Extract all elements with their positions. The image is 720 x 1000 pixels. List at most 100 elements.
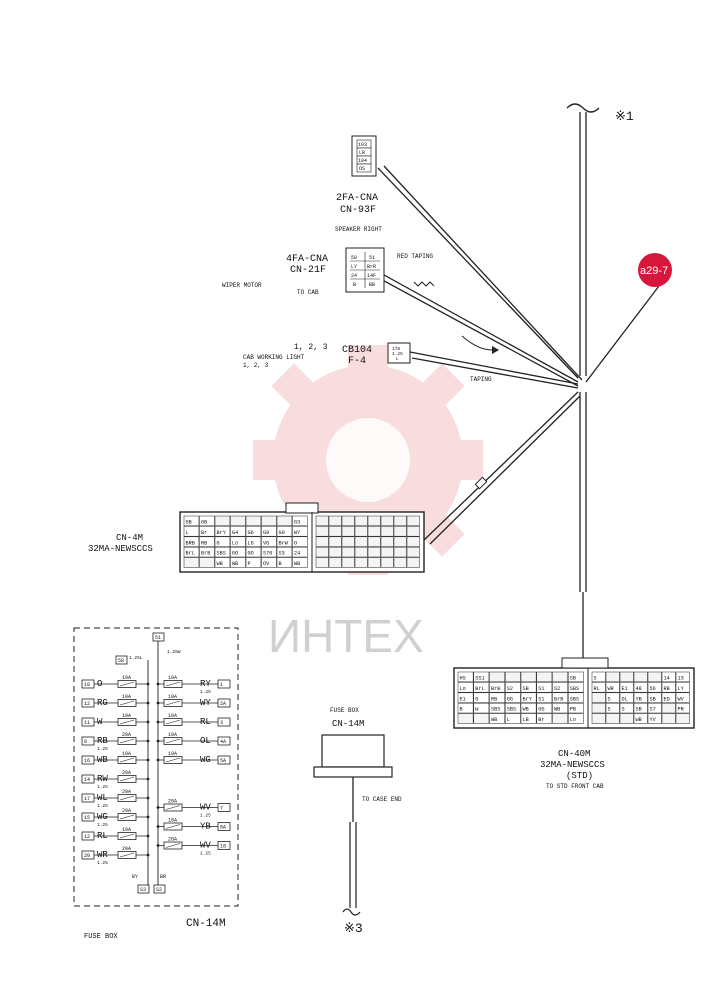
fuse-rating: 20A bbox=[122, 732, 131, 738]
pin-label: LY bbox=[351, 264, 357, 270]
badge-label[interactable]: a29-7 bbox=[640, 265, 668, 277]
pin-label: 24 bbox=[294, 551, 300, 557]
pin-cell bbox=[406, 546, 420, 558]
fuse-junction bbox=[146, 834, 150, 838]
pin-label: SB bbox=[650, 696, 656, 702]
label-fusebox-top: FUSE BOX bbox=[330, 707, 359, 714]
pin-cell bbox=[536, 713, 553, 724]
pin-label: WB bbox=[523, 707, 529, 713]
fuse-pin-box bbox=[217, 698, 231, 708]
fuse-wire-color: WR bbox=[97, 850, 108, 860]
pin-label: OV bbox=[263, 561, 270, 567]
pin-label: BrY bbox=[217, 530, 227, 536]
taping-sleeve bbox=[474, 476, 488, 490]
pin-cell bbox=[276, 557, 293, 568]
pin-cell bbox=[605, 713, 620, 724]
pin-cell bbox=[568, 702, 584, 714]
pin-cell bbox=[489, 671, 505, 683]
pin-cell bbox=[520, 692, 537, 703]
pin-cell bbox=[393, 515, 407, 527]
pin-label: OS bbox=[359, 166, 365, 172]
pin-label: 14F bbox=[367, 273, 376, 279]
pin-cell bbox=[489, 702, 505, 714]
pin-label: 13 bbox=[678, 675, 684, 681]
fuse-junction bbox=[146, 720, 150, 724]
fuse-rating: 10A bbox=[122, 675, 131, 681]
fuse-wire-color: RL bbox=[200, 717, 211, 727]
fuse-junction bbox=[156, 701, 160, 705]
fuse-wire-color: YB bbox=[200, 822, 211, 832]
fuse-wire-color: RB bbox=[97, 736, 108, 746]
pin-label: BrL bbox=[475, 686, 484, 692]
fuse-wire-color: RL bbox=[97, 831, 108, 841]
pin-label: L bbox=[507, 717, 510, 723]
taping-arc bbox=[461, 335, 493, 351]
label-red-taping: RED TAPING bbox=[397, 253, 433, 260]
pin-cell bbox=[199, 526, 215, 537]
label-taping: TAPING bbox=[470, 376, 492, 383]
cn4m-right-pins bbox=[315, 515, 420, 568]
pin-label: BRB bbox=[186, 540, 195, 546]
fuse-rating: 10A bbox=[122, 713, 131, 719]
pin-cell bbox=[661, 692, 676, 703]
pin-cell bbox=[675, 671, 690, 683]
pin-cell bbox=[675, 692, 690, 703]
pin-cell bbox=[341, 536, 355, 547]
pin-label: LY bbox=[678, 686, 685, 692]
pin-cell bbox=[183, 526, 200, 537]
pin-cell bbox=[354, 515, 368, 527]
fuse-junction bbox=[156, 844, 160, 847]
label-cab-working-light: CAB WORKING LIGHT bbox=[243, 354, 305, 361]
connector-name: CB104 bbox=[342, 345, 372, 356]
pin-cell bbox=[406, 536, 420, 547]
pin-label: WR bbox=[608, 686, 614, 692]
pin-cell bbox=[245, 557, 262, 568]
fuse-pin-box bbox=[217, 679, 231, 689]
pin-label: RB bbox=[664, 686, 670, 692]
pin-label: VG bbox=[263, 540, 269, 546]
pin-label: GB bbox=[201, 519, 207, 525]
pin-cell bbox=[457, 671, 474, 683]
fuse-link bbox=[119, 852, 135, 858]
fuse-pin-number: 10 bbox=[84, 682, 90, 688]
fuse-pin-box bbox=[81, 717, 95, 727]
pin-cell bbox=[354, 526, 368, 537]
pin-cell bbox=[380, 557, 394, 568]
fuse-bottom-code: BR bbox=[160, 874, 166, 880]
pin-label: ED bbox=[664, 696, 670, 702]
pin-cell bbox=[354, 546, 368, 558]
fuse-link bbox=[165, 824, 181, 829]
pin-cell bbox=[214, 557, 231, 568]
pin-cell bbox=[619, 692, 634, 703]
fuse-wire-size: 1.25 bbox=[97, 822, 108, 828]
pin-cell bbox=[473, 671, 490, 683]
pin-cell bbox=[568, 713, 584, 724]
pin-cell bbox=[261, 546, 277, 558]
main-harness bbox=[374, 103, 663, 658]
fuse-pin-number: 14 bbox=[84, 777, 90, 783]
fuse-junction bbox=[146, 815, 150, 819]
badge-circle[interactable] bbox=[638, 253, 672, 287]
pin-cell bbox=[199, 515, 215, 527]
pin-label: SB bbox=[570, 675, 576, 681]
pin-cell bbox=[591, 671, 606, 683]
pin-label: SBS bbox=[570, 686, 579, 692]
fuse-pin-number: 17 bbox=[84, 796, 90, 802]
pin-label: BB bbox=[369, 282, 375, 288]
label-cn4m-type: 32MA-NEWSCCS bbox=[88, 544, 153, 554]
pin-cell bbox=[214, 515, 231, 527]
pin-cell bbox=[505, 671, 521, 683]
pin-cell bbox=[457, 682, 474, 693]
pin-cell bbox=[647, 713, 662, 724]
pin-cell bbox=[328, 515, 342, 527]
pin-cell bbox=[457, 702, 474, 714]
fuse-pin-number: 8A bbox=[220, 825, 226, 831]
pin-cell bbox=[276, 515, 293, 527]
red-taping-coil bbox=[413, 281, 435, 287]
fuse-wire-color: WL bbox=[97, 793, 108, 803]
fuse-pin-number: 8 bbox=[84, 739, 87, 745]
pin-label: WB bbox=[217, 561, 223, 567]
pin-cell bbox=[199, 557, 215, 568]
annotation-badge[interactable]: a29-7 bbox=[638, 253, 672, 287]
